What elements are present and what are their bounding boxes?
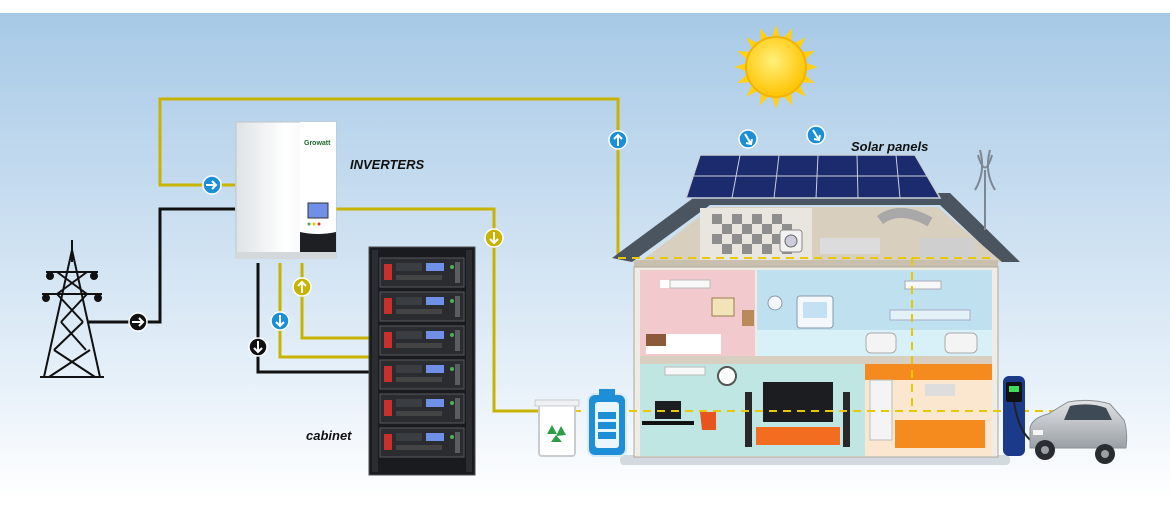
flow-arrows bbox=[128, 125, 826, 357]
recycle-icon bbox=[534, 399, 580, 457]
inverter-display bbox=[307, 202, 329, 219]
flow-arrow-icon bbox=[484, 228, 504, 248]
battery-module bbox=[379, 257, 465, 288]
flow-arrow-icon bbox=[248, 337, 268, 357]
cabinet-label: cabinet bbox=[306, 428, 352, 443]
black-wiring bbox=[88, 207, 370, 374]
power-pylon-icon bbox=[40, 240, 104, 378]
top-white-band bbox=[0, 0, 1170, 13]
ev-charger-icon bbox=[1003, 376, 1041, 456]
battery-module bbox=[379, 427, 465, 458]
solar-panels-label: Solar panels bbox=[851, 139, 929, 154]
flow-arrow-icon bbox=[292, 277, 312, 297]
battery-icon bbox=[587, 389, 627, 457]
battery-module bbox=[379, 291, 465, 322]
flow-arrow-icon bbox=[806, 125, 826, 145]
inverter-brand-logo: Growatt bbox=[304, 140, 331, 147]
battery-module bbox=[379, 359, 465, 390]
flow-arrow-icon bbox=[202, 175, 222, 195]
flow-arrow-icon bbox=[608, 130, 628, 150]
battery-module bbox=[379, 325, 465, 356]
wind-turbine bbox=[974, 149, 996, 230]
house bbox=[545, 149, 1060, 465]
flow-arrow-icon bbox=[128, 312, 148, 332]
bottom-white-band bbox=[0, 500, 1170, 513]
solar-panels bbox=[684, 154, 942, 199]
battery-module bbox=[379, 393, 465, 424]
battery-cabinet bbox=[368, 246, 476, 476]
inverter-unit: Growatt bbox=[235, 121, 337, 259]
car-icon bbox=[1029, 399, 1128, 464]
inverters-label: INVERTERS bbox=[350, 157, 425, 172]
flow-arrow-icon bbox=[270, 311, 290, 331]
sun-icon bbox=[734, 25, 818, 109]
yellow-wiring bbox=[158, 97, 620, 413]
flow-arrow-icon bbox=[738, 129, 758, 149]
